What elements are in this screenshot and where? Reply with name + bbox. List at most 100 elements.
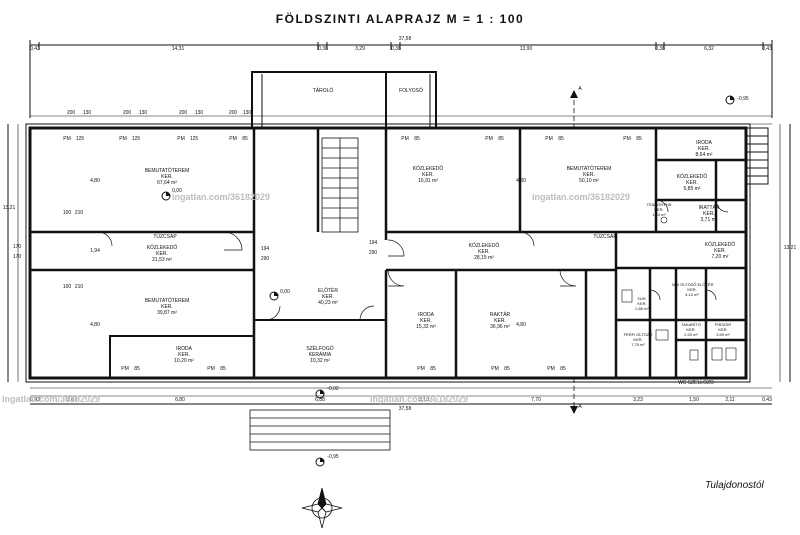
room-corridor-r1: KÖZLEKEDŐ KER. 5,85 m² — [672, 174, 712, 192]
room-name: SZÉLFOGÓ — [306, 346, 334, 352]
room-name: KÖZLEKEDŐ — [468, 243, 500, 249]
window-label: PM — [545, 136, 553, 142]
room-area: 50,10 m² — [579, 178, 599, 184]
room-name: TEAKONYHA — [646, 202, 672, 207]
dim-top-part: 0,38 — [655, 46, 665, 52]
room-kitchen: TEAKONYHA KER. 1,44 m² — [644, 202, 674, 217]
window-label: PM — [121, 366, 129, 372]
dim-label: 210 — [74, 284, 84, 290]
room-name: BEMUTATÓTEREM — [566, 166, 612, 172]
window-label: 85 — [414, 136, 420, 142]
room-kind: KER. — [703, 211, 715, 217]
room-kind: KER. — [714, 248, 726, 254]
dim-label: 210 — [74, 210, 84, 216]
level-label: 0,00 — [172, 188, 182, 194]
room-area: 2,86 m² — [635, 306, 649, 311]
plan-title: FÖLDSZINTI ALAPRAJZ M = 1 : 100 — [275, 12, 525, 26]
room-storage: TÁROLÓ — [312, 88, 334, 94]
entrance-steps — [249, 409, 391, 451]
room-kind: KER. — [478, 249, 490, 255]
dim-top-part: 14,31 — [171, 46, 185, 52]
dim-label: 194 — [368, 240, 378, 246]
dim-label: 4,80 — [90, 322, 100, 328]
window-label: PM — [623, 136, 631, 142]
dim-label: 200 — [66, 110, 76, 116]
compass-icon — [301, 487, 343, 529]
room-area: 67,64 m² — [157, 180, 177, 186]
room-area: 10,20 m² — [174, 358, 194, 364]
room-name: NŐI ÖLTÖZŐ ELŐTÉR — [672, 282, 714, 287]
room-name: IRATTÁR — [698, 205, 720, 211]
window-label: 85 — [636, 136, 642, 142]
dim-top-total: 37,58 — [398, 36, 412, 42]
window-label: PM — [547, 366, 555, 372]
dim-left-total: 13,21 — [2, 205, 16, 211]
room-showroom-3: BEMUTATÓTEREM KER. 50,10 m² — [562, 166, 616, 184]
dim-label: 4,80 — [90, 178, 100, 184]
room-corridor-r2: KÖZLEKEDŐ KER. 7,20 m² — [700, 242, 740, 260]
window-label: PM — [63, 136, 71, 142]
room-kind: KER. — [583, 172, 595, 178]
room-area: 15,32 m² — [416, 324, 436, 330]
room-kind: KER. — [420, 318, 432, 324]
room-name: PISSOIR — [714, 322, 732, 327]
room-name: ELŐTÉR — [317, 288, 338, 294]
room-kind: KER. — [422, 172, 434, 178]
room-kind: KER. — [654, 207, 664, 212]
window-label: PM — [177, 136, 185, 142]
room-name: KÖZLEKEDŐ — [146, 245, 178, 251]
dim-label: 170 — [12, 244, 22, 250]
room-name: IRODA — [418, 312, 434, 318]
room-name: TAKARÍTÓ — [681, 322, 701, 327]
dim-bottom-part: 3,10 — [419, 397, 429, 403]
dim-label: 200 — [178, 110, 188, 116]
room-kind: KER. — [633, 337, 643, 342]
dim-label: 100 — [62, 284, 72, 290]
room-area: 10,32 m² — [310, 358, 330, 364]
room-name: FÉRFI ÖLTÖZŐ — [623, 332, 653, 337]
room-shower: ZUH. KER. 2,86 m² — [632, 296, 652, 311]
dim-label: 130 — [138, 110, 148, 116]
room-area: 36,96 m² — [490, 324, 510, 330]
room-changing-m: FÉRFI ÖLTÖZŐ KER. 7,75 m² — [622, 332, 654, 347]
level-label: 0,00 — [280, 289, 290, 295]
room-kind: KER. — [494, 318, 506, 324]
dim-top-part: 6,32 — [704, 46, 714, 52]
room-kind: KER. — [698, 146, 710, 152]
room-wc-vent: WC SZELLŐZŐ — [678, 380, 714, 386]
room-cleaner: TAKARÍTÓ KER. 2,20 m² — [676, 322, 706, 337]
window-label: PM — [229, 136, 237, 142]
room-corridor-mid: KÖZLEKEDŐ KER. 16,91 m² — [406, 166, 450, 184]
dim-top-part: 0,43 — [30, 46, 40, 52]
window-label: PM — [401, 136, 409, 142]
room-area: 40,23 m² — [318, 300, 338, 306]
dim-label: 4,80 — [516, 322, 526, 328]
room-corridor-top: FOLYOSÓ — [399, 88, 423, 94]
room-area: 3,59 m² — [716, 332, 730, 337]
window-label: PM — [119, 136, 127, 142]
dim-top-part: 13,90 — [519, 46, 533, 52]
window-label: 85 — [242, 136, 248, 142]
dim-top-part: 0,43 — [762, 46, 772, 52]
window-label: PM — [207, 366, 215, 372]
room-corridor-left: KÖZLEKEDŐ KER. 21,53 m² — [140, 245, 184, 263]
window-label: PM — [491, 366, 499, 372]
window-label: 125 — [189, 136, 199, 142]
window-label: 85 — [220, 366, 226, 372]
window-label: 85 — [430, 366, 436, 372]
dim-bottom-total: 37,58 — [398, 406, 412, 412]
room-kind: KER. — [156, 251, 168, 257]
dim-bottom-part: 3,67 — [67, 397, 77, 403]
watermark: ingatlan.com/36182029 — [532, 192, 631, 202]
room-name: KÖZLEKEDŐ — [412, 166, 444, 172]
room-kind: KERÁMIA — [308, 352, 332, 358]
room-office-left: IRODA KER. 10,20 m² — [164, 346, 204, 364]
dim-label: 130 — [194, 110, 204, 116]
room-warehouse: RAKTÁR KER. 36,96 m² — [478, 312, 522, 330]
room-area: 5,85 m² — [683, 186, 701, 192]
dim-label: 130 — [242, 110, 252, 116]
dim-label: 200 — [228, 110, 238, 116]
window-label: 85 — [498, 136, 504, 142]
room-area: 2,20 m² — [684, 332, 698, 337]
room-kind: KER. — [322, 294, 334, 300]
